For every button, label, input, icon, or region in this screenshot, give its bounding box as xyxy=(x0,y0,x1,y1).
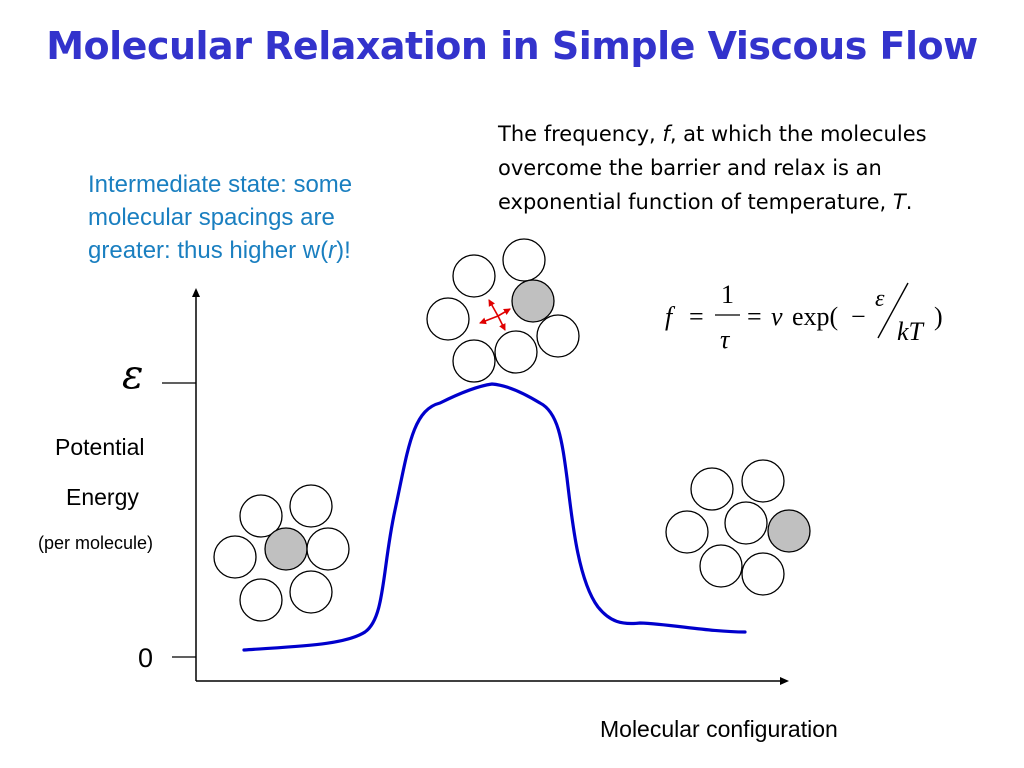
eq-tau: τ xyxy=(720,325,731,354)
spacing-arrow xyxy=(497,308,511,317)
frequency-text: . xyxy=(905,190,913,214)
x-axis-label: Molecular configuration xyxy=(600,716,838,742)
molecule xyxy=(306,527,350,571)
y-axis-label-per-molecule: (per molecule) xyxy=(38,533,154,553)
molecule xyxy=(494,330,538,374)
y-tick-epsilon: ε xyxy=(122,352,144,398)
frequency-var-t: T xyxy=(892,190,906,214)
relaxed-molecule-cluster xyxy=(665,459,811,596)
frequency-var-f: f xyxy=(662,122,670,146)
frequency-text: exponential function of temperature, xyxy=(498,190,893,214)
molecule xyxy=(741,459,785,503)
molecule xyxy=(724,501,768,545)
intermediate-molecule-cluster xyxy=(426,238,580,383)
molecule xyxy=(536,314,580,358)
eq-close-paren: ) xyxy=(934,302,943,331)
eq-slash xyxy=(877,282,909,339)
molecule xyxy=(452,339,496,383)
spacing-arrow xyxy=(497,315,506,331)
frequency-line-2: overcome the barrier and relax is an xyxy=(498,156,882,180)
molecule xyxy=(213,535,257,579)
molecule xyxy=(426,297,470,341)
frequency-equation: f = 1 τ = ν exp( − ε kT ) xyxy=(665,280,943,354)
frequency-text: The frequency, xyxy=(498,122,663,146)
slide-title: Molecular Relaxation in Simple Viscous F… xyxy=(46,24,978,68)
molecule xyxy=(239,494,283,538)
frequency-note: The frequency, f, at which the molecules… xyxy=(498,117,998,219)
molecule xyxy=(452,254,496,298)
molecule xyxy=(239,578,283,622)
eq-equals-2: = xyxy=(747,302,762,331)
spacing-arrows xyxy=(479,299,511,331)
eq-epsilon: ε xyxy=(875,286,885,312)
spacing-arrow xyxy=(479,315,499,325)
potential-energy-curve xyxy=(242,382,747,652)
eq-exp: exp( xyxy=(792,302,838,331)
molecule xyxy=(289,484,333,528)
initial-molecule-cluster xyxy=(213,484,350,622)
molecule xyxy=(741,552,785,596)
eq-minus: − xyxy=(851,302,866,331)
intermediate-state-note: Intermediate state: some molecular spaci… xyxy=(88,168,418,267)
intermediate-line-2: molecular spacings are xyxy=(88,204,335,231)
eq-one: 1 xyxy=(721,280,734,309)
y-tick-zero: 0 xyxy=(138,643,154,673)
intermediate-line-1: Intermediate state: some xyxy=(88,171,353,198)
y-axis-label-potential: Potential xyxy=(55,434,145,460)
tagged-molecule xyxy=(511,279,555,323)
intermediate-line-3-prefix: greater: thus higher w( xyxy=(88,237,329,264)
eq-kt: kT xyxy=(897,317,925,346)
frequency-line-1: The frequency, f, at which the molecules xyxy=(498,117,998,151)
spacing-arrow xyxy=(488,299,499,317)
intermediate-line-3: greater: thus higher w(r)! xyxy=(88,234,418,267)
eq-f: f xyxy=(665,302,676,331)
frequency-line-3: exponential function of temperature, T. xyxy=(498,185,998,219)
intermediate-line-3-suffix: )! xyxy=(336,237,351,264)
molecule xyxy=(289,570,333,614)
tagged-molecule xyxy=(767,509,811,553)
tagged-molecule xyxy=(264,527,308,571)
molecule xyxy=(665,510,709,554)
eq-equals-1: = xyxy=(689,302,704,331)
intermediate-var-r: r xyxy=(328,237,337,264)
y-axis-label-energy: Energy xyxy=(66,484,139,510)
frequency-text: , at which the molecules xyxy=(669,122,927,146)
molecule xyxy=(502,238,546,282)
eq-nu: ν xyxy=(771,302,783,331)
molecule xyxy=(690,467,734,511)
molecule xyxy=(699,544,743,588)
